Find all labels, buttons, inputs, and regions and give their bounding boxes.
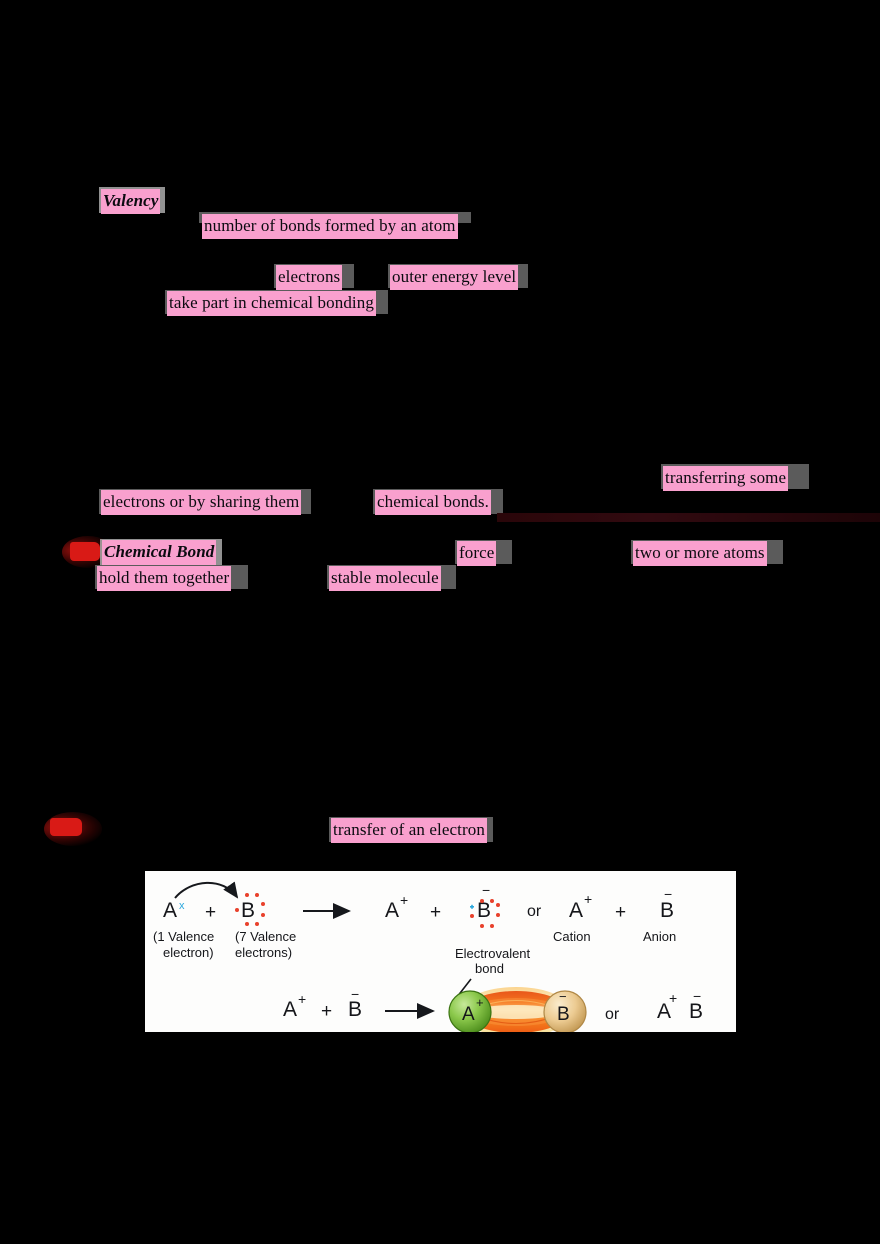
bond-callout-line2: bond <box>475 961 504 976</box>
b-electron-dots <box>235 893 265 926</box>
fragment-electrons: electrons <box>276 265 343 290</box>
cation-a: A <box>385 899 399 922</box>
row2-ion-b: B <box>348 998 362 1021</box>
ion-b: B <box>660 899 674 922</box>
anion-b-charge: − <box>482 882 490 898</box>
plus-sign-1: + <box>205 902 216 923</box>
sphere-a-label: A <box>462 1004 475 1025</box>
atom-a-label: A <box>163 899 177 922</box>
result-b: B <box>689 1000 703 1023</box>
ink-marker <box>70 542 100 561</box>
plus-sign-3: + <box>615 902 626 923</box>
result-a-charge: + <box>669 990 677 1006</box>
electrovalent-bond-diagram: A x + B (1 Valence electron) (7 Valence … <box>145 871 736 1032</box>
fragment-two-or-more-atoms: two or more atoms <box>633 541 767 566</box>
transferred-electron-x <box>470 904 474 909</box>
fragment-outer-energy-level: outer energy level <box>390 265 519 290</box>
fragment-sharing-them: electrons or by sharing them <box>101 490 302 515</box>
anion-caption: Anion <box>643 929 676 944</box>
label-one-valence-line2: electron) <box>163 945 214 960</box>
fragment-transfer-of-an-electron: transfer of an electron <box>331 818 487 843</box>
label-seven-valence-line1: (7 Valence <box>235 929 296 944</box>
anion-sphere-b: B − <box>543 989 587 1032</box>
cation-caption: Cation <box>553 929 591 944</box>
fragment-hold-them-together: hold them together <box>97 566 232 591</box>
atom-b-label: B <box>241 899 255 922</box>
or-label-1: or <box>527 903 542 920</box>
label-one-valence-line1: (1 Valence <box>153 929 214 944</box>
cation-a-charge: + <box>400 892 408 908</box>
fragment-stable-molecule: stable molecule <box>329 566 441 591</box>
term-valency: Valency <box>101 189 161 214</box>
row2-ion-a: A <box>283 998 297 1021</box>
fragment-transferring-some: transferring some <box>663 466 789 491</box>
b-anion-dot-extra <box>470 914 474 918</box>
ink-marker <box>50 818 82 836</box>
fragment-force: force <box>457 541 497 566</box>
fragment-chemical-bonds: chemical bonds. <box>375 490 491 515</box>
plus-sign-2: + <box>430 902 441 923</box>
result-b-charge: − <box>693 988 701 1004</box>
anion-b: B <box>477 899 491 922</box>
label-seven-valence-line2: electrons) <box>235 945 292 960</box>
cation-sphere-a: A + <box>448 990 492 1032</box>
ion-a: A <box>569 899 583 922</box>
sphere-b-charge: − <box>559 989 567 1004</box>
result-a: A <box>657 1000 671 1023</box>
bond-callout-line1: Electrovalent <box>455 946 531 961</box>
sphere-a-charge: + <box>476 995 484 1010</box>
row2-ion-b-charge: − <box>351 986 359 1002</box>
row2-plus-sign: + <box>321 1001 332 1022</box>
sphere-b-label: B <box>557 1004 570 1025</box>
row2-ion-a-charge: + <box>298 991 306 1007</box>
or-label-2: or <box>605 1006 620 1023</box>
ion-b-charge: − <box>664 886 672 902</box>
electron-transfer-arrow <box>174 881 239 899</box>
fragment-take-part: take part in chemical bonding <box>167 291 376 316</box>
valence-electron-x: x <box>179 900 185 912</box>
b-anion-electron-dots <box>480 899 500 928</box>
ion-a-charge: + <box>584 891 592 907</box>
horizontal-rule <box>497 513 880 522</box>
term-chemical-bond: Chemical Bond <box>102 540 217 565</box>
fragment-number-of-bonds: number of bonds formed by an atom <box>202 214 458 239</box>
